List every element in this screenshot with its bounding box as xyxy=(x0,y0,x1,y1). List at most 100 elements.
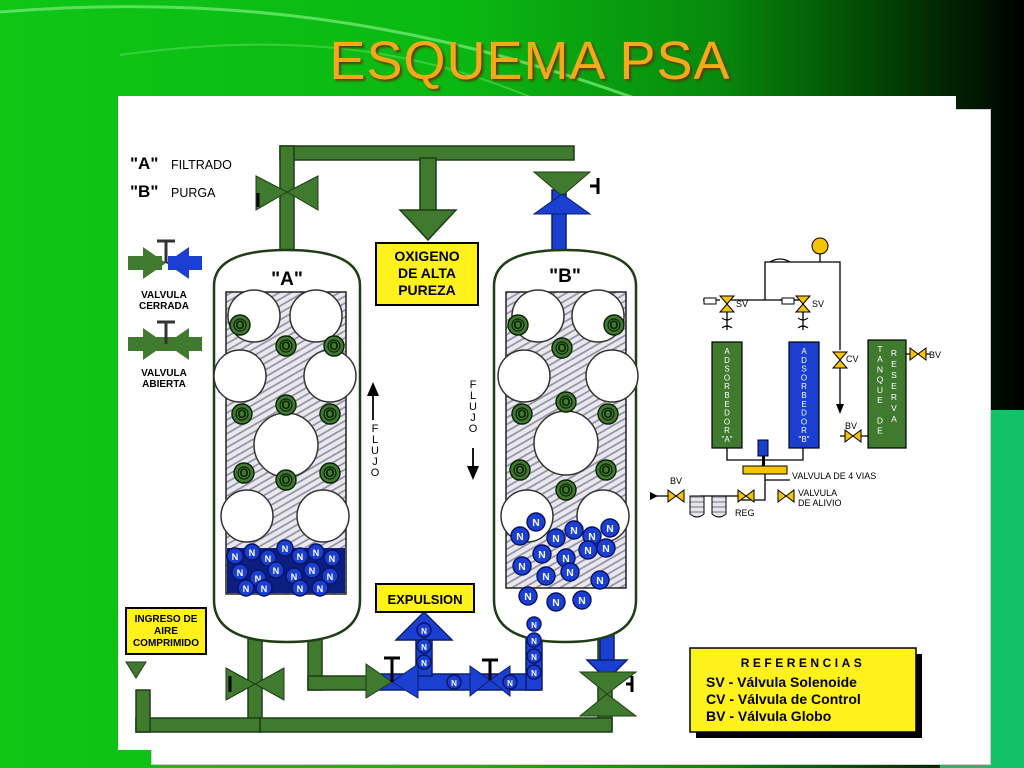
molecule-letter: O xyxy=(236,320,245,332)
orifice-a-icon xyxy=(721,317,733,329)
adsorber-b xyxy=(788,341,820,449)
molecule-letter: N xyxy=(317,584,324,594)
vertical-letter: E xyxy=(877,426,883,436)
molecule xyxy=(243,543,261,561)
molecule-letter: N xyxy=(602,544,609,555)
molecule-letter: O xyxy=(518,409,527,421)
molecule-ring xyxy=(279,339,293,353)
vertical-letter: A xyxy=(724,347,730,356)
molecule xyxy=(597,403,619,425)
legend-open-line2: ABIERTA xyxy=(142,379,186,390)
reference-item-bv: BV - Válvula Globo xyxy=(706,708,831,724)
molecule-letter: O xyxy=(282,475,291,487)
molecule-ring xyxy=(559,483,573,497)
bv-label-inlet: BV xyxy=(670,476,682,486)
molecule-letter: N xyxy=(421,627,427,636)
flow-up-arrow-icon xyxy=(367,382,379,420)
molecule-letter: N xyxy=(255,574,262,584)
molecule-letter: N xyxy=(451,679,457,688)
molecule xyxy=(546,592,566,612)
bv-valve-tank-icon xyxy=(844,429,862,443)
molecule xyxy=(275,469,297,491)
vertical-letter: L xyxy=(372,434,378,446)
reserve-tank xyxy=(867,339,907,449)
vertical-letter: U xyxy=(877,385,883,395)
molecule xyxy=(536,566,556,586)
sv-label-a: SV xyxy=(736,299,748,309)
molecule-letter: N xyxy=(531,621,537,630)
molecule xyxy=(319,403,341,425)
molecule-ring xyxy=(513,463,527,477)
pressure-gauge-icon xyxy=(811,237,829,255)
references-box: REFERENCIAS SV - Válvula Solenoide CV - … xyxy=(689,647,922,738)
molecule-letter: O xyxy=(282,341,291,353)
molecule-ring xyxy=(233,318,247,332)
molecule-ring xyxy=(559,395,573,409)
molecule-letter: O xyxy=(514,320,523,332)
bottom-left-valve-icon xyxy=(225,667,285,701)
vertical-letter: A xyxy=(801,347,807,356)
cv-flow-arrow-icon xyxy=(836,404,844,414)
molecule-letter: N xyxy=(273,566,280,576)
molecule-letter: N xyxy=(265,554,272,564)
molecule xyxy=(311,579,329,597)
vertical-letter: D xyxy=(801,356,807,365)
molecule xyxy=(307,543,325,561)
molecule xyxy=(233,462,255,484)
molecule xyxy=(511,403,533,425)
vertical-letter: O xyxy=(801,417,807,426)
sv-valve-a-icon xyxy=(703,295,736,313)
vertical-letter: D xyxy=(877,415,883,425)
filters xyxy=(689,495,727,518)
molecule-letter: N xyxy=(291,572,298,582)
molecule xyxy=(600,518,620,538)
adsorber-a xyxy=(711,341,743,449)
molecule xyxy=(526,512,546,532)
molecule xyxy=(546,528,566,548)
molecule xyxy=(231,563,249,581)
bottom-right-valve-icon xyxy=(578,671,638,717)
sv-valve-b-icon xyxy=(781,295,812,313)
molecule xyxy=(510,526,530,546)
vertical-letter: O xyxy=(724,373,730,382)
vertical-letter: L xyxy=(470,390,476,402)
vertical-letter: U xyxy=(371,445,379,457)
molecule-letter: N xyxy=(562,554,569,565)
vertical-letter: D xyxy=(801,409,807,418)
molecule-letter: N xyxy=(329,554,336,564)
molecule xyxy=(319,462,341,484)
molecule-letter: N xyxy=(297,584,304,594)
molecule-ring xyxy=(279,473,293,487)
molecule xyxy=(446,674,462,690)
top-right-valve-icon xyxy=(532,171,600,215)
molecule-letter: N xyxy=(421,643,427,652)
molecule-letter: O xyxy=(516,465,525,477)
molecule-letter: N xyxy=(297,552,304,562)
bv-label-tank: BV xyxy=(845,421,857,431)
bv-label-top: BV xyxy=(929,350,941,360)
vertical-letter: U xyxy=(469,401,477,413)
molecule-letter: N xyxy=(566,568,573,579)
molecule xyxy=(275,335,297,357)
four-way-valve-label: VALVULA DE 4 VIAS xyxy=(792,471,876,481)
molecule-letter: N xyxy=(282,544,289,554)
molecule-letter: N xyxy=(243,584,250,594)
air-line3: COMPRIMIDO xyxy=(133,638,199,649)
molecule xyxy=(595,459,617,481)
molecule-ring xyxy=(555,341,569,355)
vessel-a xyxy=(212,248,362,644)
molecule-letter: N xyxy=(309,566,316,576)
vessel-b-label: "B" xyxy=(549,266,581,287)
relief-valve-line1: VALVULA xyxy=(798,488,837,498)
sv-label-b: SV xyxy=(812,299,824,309)
molecule xyxy=(323,335,345,357)
molecule-letter: N xyxy=(578,596,585,607)
bv-valve-top-icon xyxy=(909,347,927,361)
molecule xyxy=(267,561,285,579)
molecule xyxy=(551,337,573,359)
reference-item-sv: SV - Válvula Solenoide xyxy=(706,674,857,690)
